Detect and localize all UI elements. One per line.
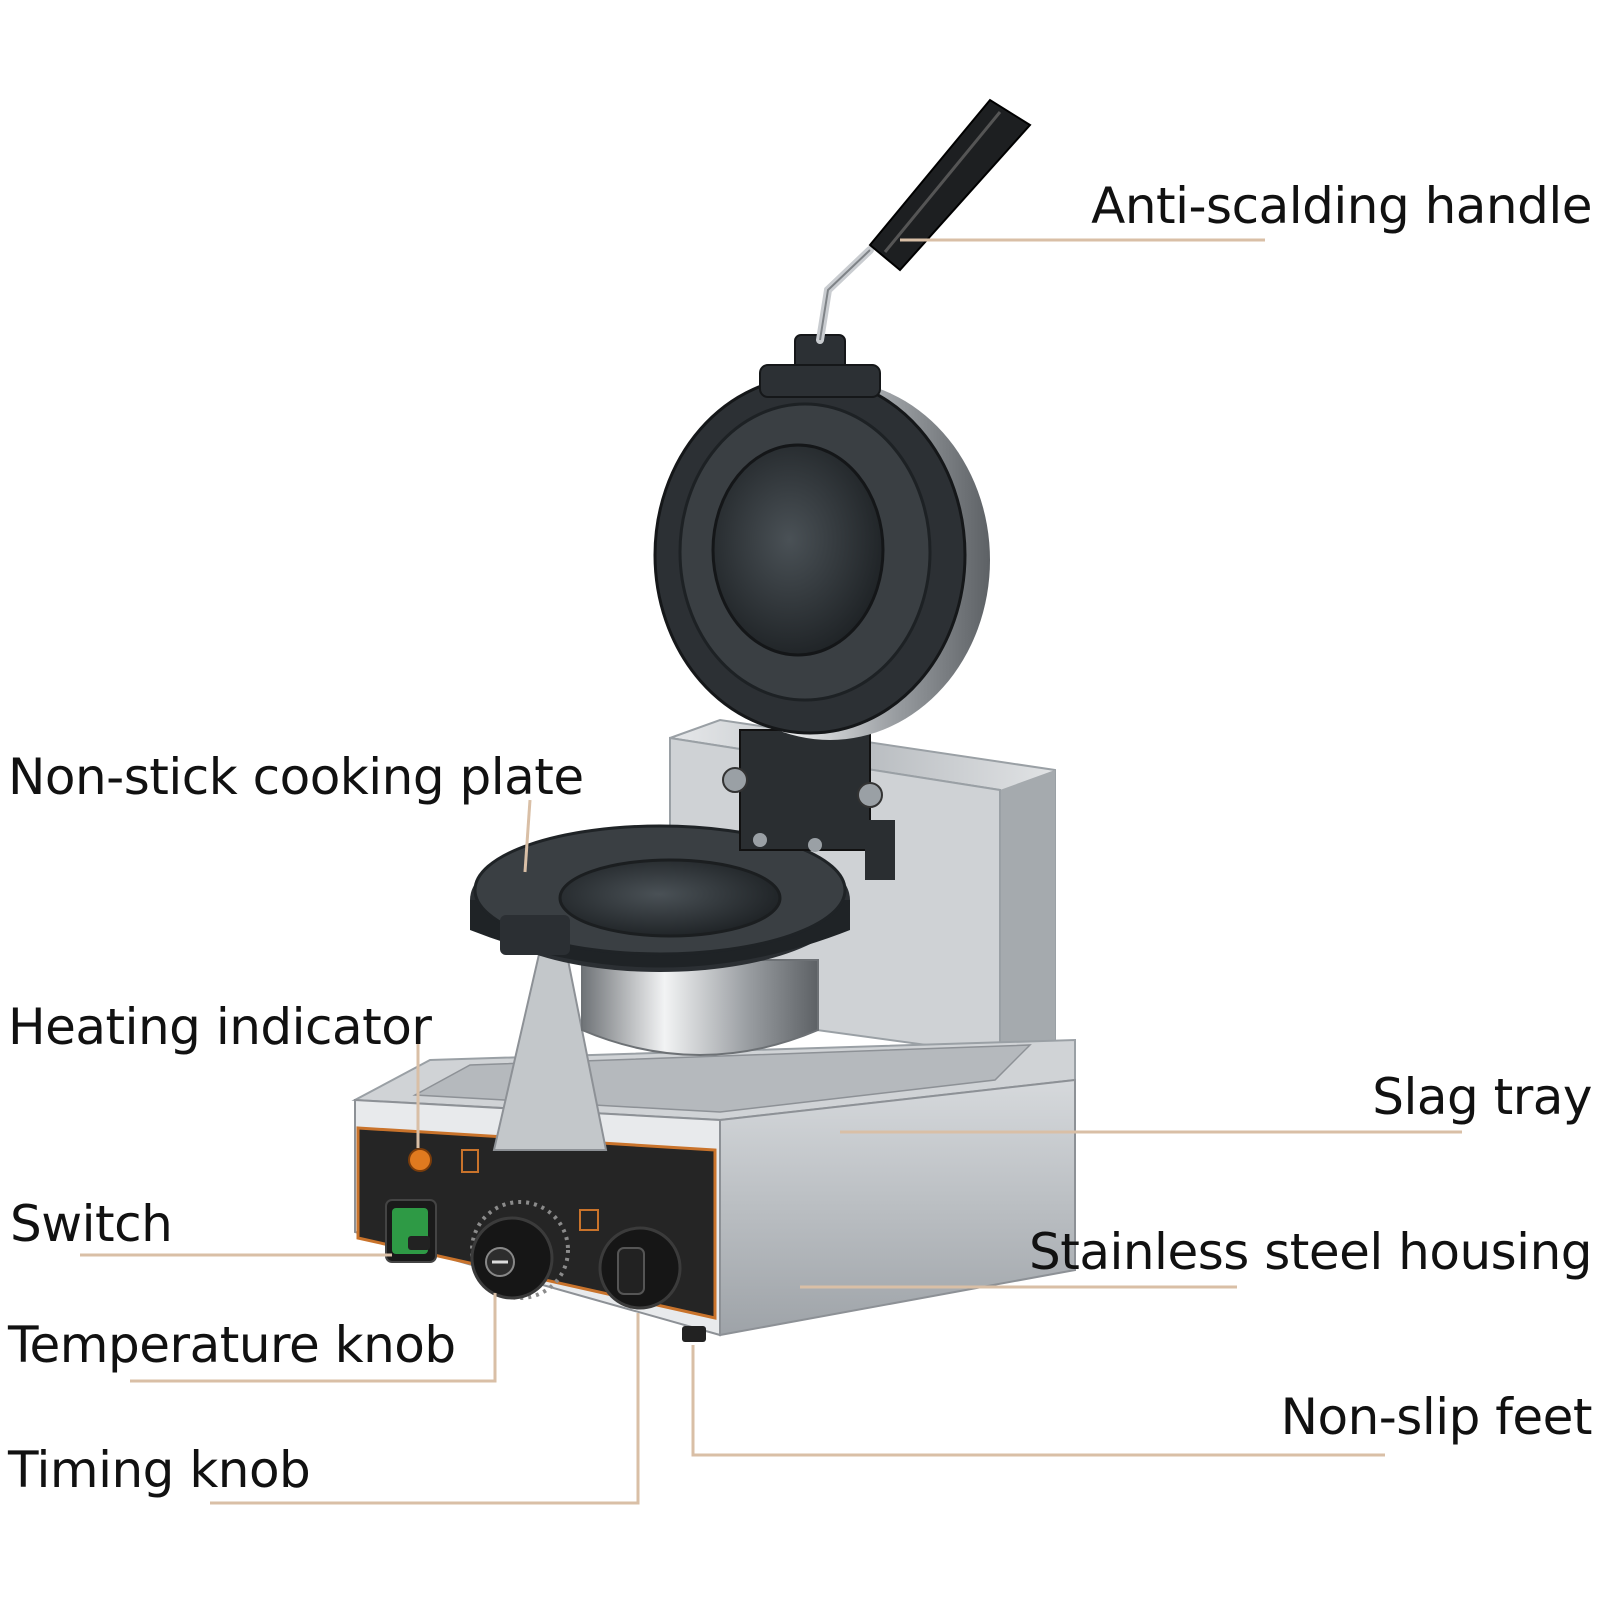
label-slag-tray: Slag tray <box>1372 1068 1592 1126</box>
control-panel <box>356 1126 717 1320</box>
timing-knob <box>598 1226 682 1310</box>
leader-feet <box>691 1345 1385 1457</box>
leader-plate <box>523 799 532 873</box>
upper-cooking-plate <box>653 334 990 740</box>
label-stainless-steel-housing: Stainless steel housing <box>1028 1223 1593 1281</box>
label-temperature-knob: Temperature knob <box>8 1316 456 1374</box>
non-slip-feet <box>408 1236 706 1342</box>
label-switch: Switch <box>10 1195 173 1253</box>
label-non-stick-cooking-plate: Non-stick cooking plate <box>8 748 584 806</box>
temperature-knob <box>470 1200 570 1300</box>
label-non-slip-feet: Non-slip feet <box>1280 1388 1593 1446</box>
heating-indicator-light <box>408 1148 432 1172</box>
leader-temperature <box>130 1293 497 1383</box>
leader-timing <box>210 1313 640 1505</box>
label-timing-knob: Timing knob <box>8 1441 311 1499</box>
hinge <box>722 729 895 880</box>
lower-cooking-plate <box>470 824 850 1056</box>
label-heating-indicator: Heating indicator <box>8 998 432 1056</box>
label-anti-scalding-handle: Anti-scalding handle <box>1091 177 1592 235</box>
anti-scalding-handle <box>816 98 1032 344</box>
